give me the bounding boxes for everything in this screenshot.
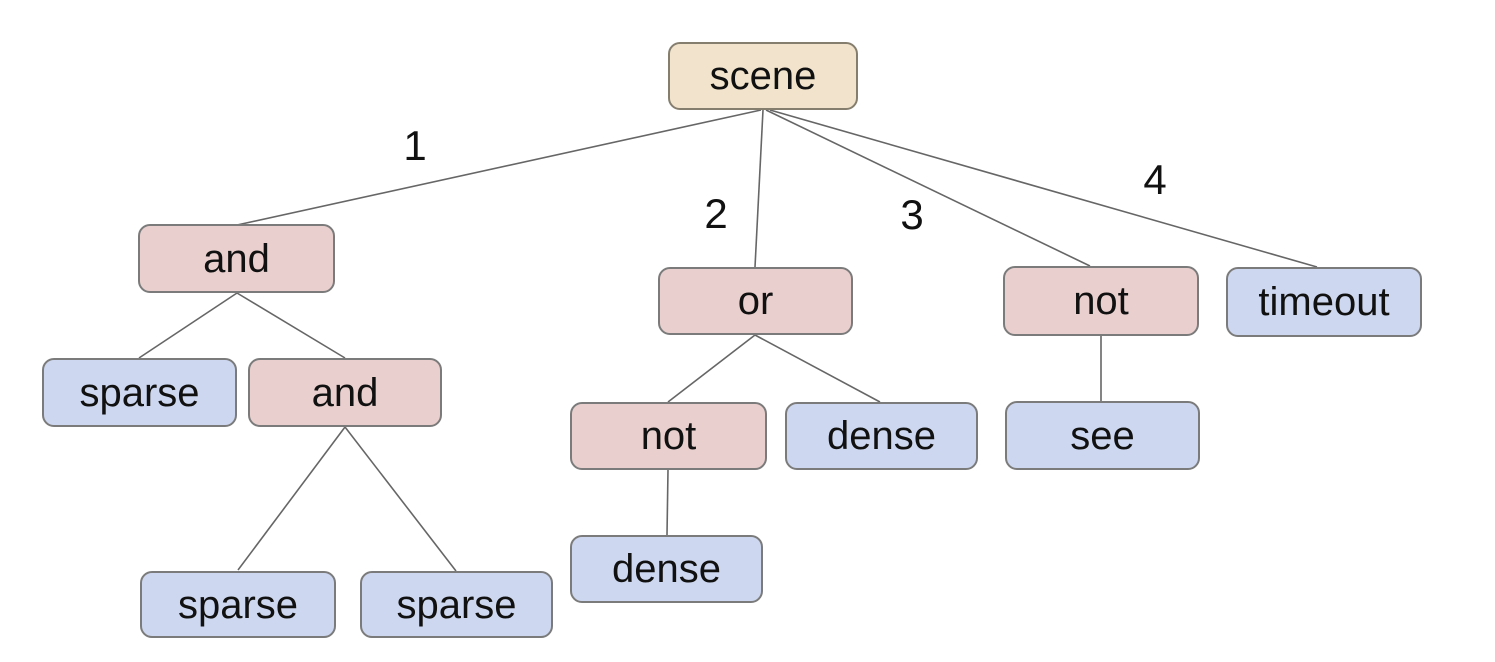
tree-node-scene: scene [668,42,858,110]
tree-edge-2 [754,109,764,268]
tree-edge-10 [754,334,881,403]
tree-edge-5 [138,292,238,359]
tree-node-sparse-a: sparse [42,358,237,427]
tree-edge-3 [765,109,1091,267]
tree-node-dense-r: dense [785,402,978,470]
edge-label-3: 3 [900,191,924,238]
tree-edge-7 [237,426,346,571]
tree-node-and1: and [138,224,335,293]
tree-node-not-mid: not [570,402,767,470]
tree-node-or1: or [658,267,853,335]
tree-edge-4 [769,109,1318,268]
tree-edge-9 [667,334,756,403]
tree-node-and2: and [248,358,442,427]
tree-edge-6 [236,292,346,359]
edge-label-4: 4 [1143,156,1167,203]
tree-node-timeout: timeout [1226,267,1422,337]
tree-node-not-right: not [1003,266,1199,336]
tree-edge-8 [344,426,457,572]
tree-edge-11 [666,469,669,536]
tree-node-dense-b: dense [570,535,763,603]
tree-node-sparse-b1: sparse [140,571,336,638]
edge-label-1: 1 [403,122,427,169]
tree-edge-1 [236,109,762,226]
tree-node-see: see [1005,401,1200,470]
tree-node-sparse-b2: sparse [360,571,553,638]
edge-label-2: 2 [704,190,728,237]
